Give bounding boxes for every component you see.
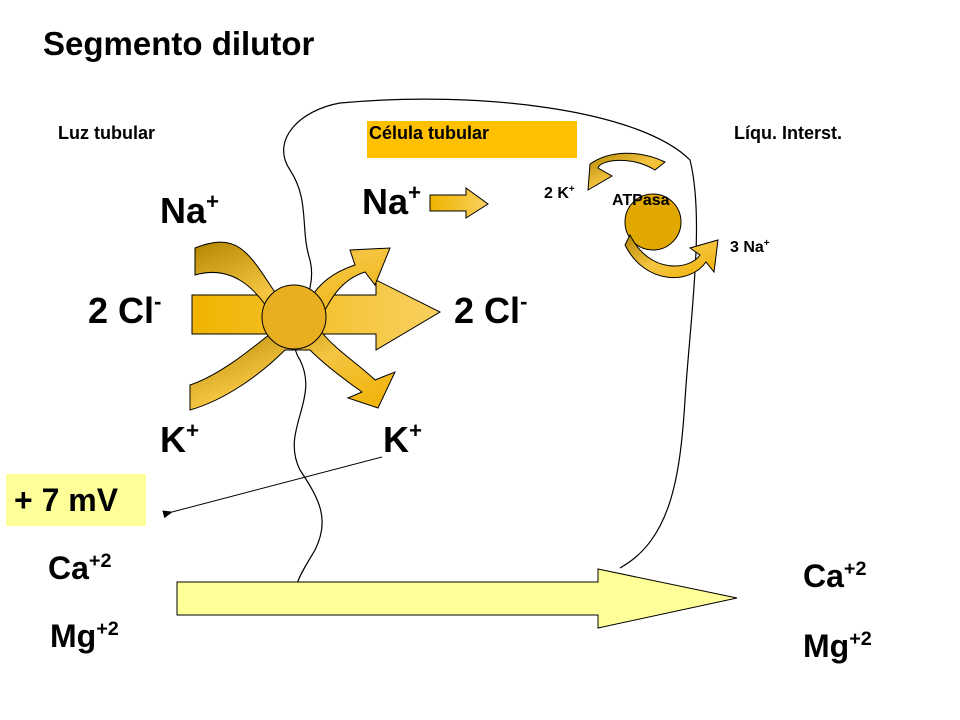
- mg-interstitium-label: Mg+2: [803, 627, 872, 664]
- region-interstitium-label: Líqu. Interst.: [734, 123, 842, 143]
- na-cell-label: Na+: [362, 180, 422, 222]
- potential-box: [6, 474, 146, 526]
- atpase-pump: [587, 152, 719, 279]
- ca-lumen-label: Ca+2: [48, 549, 112, 586]
- cell-membrane: [283, 98, 698, 601]
- na-curved-arrow: [194, 241, 391, 321]
- cl-lumen-label: 2 Cl-: [88, 289, 162, 331]
- pump-atpasa-label: ATPasa: [612, 192, 670, 209]
- pump-circle: [624, 193, 682, 251]
- paracellular-arrow: [176, 568, 738, 629]
- pump-na-arrow: [624, 233, 719, 279]
- pump-k-arrow: [587, 152, 666, 191]
- mg-lumen-label: Mg+2: [50, 617, 119, 654]
- cell-label-box: [367, 121, 577, 158]
- pump-na-label: 3 Na+: [730, 237, 770, 256]
- k-lumen-label: K+: [160, 418, 200, 460]
- cotransporter-circle: [261, 284, 327, 350]
- region-cell-label: Célula tubular: [369, 123, 490, 143]
- region-lumen-label: Luz tubular: [58, 123, 155, 143]
- pump-k-label: 2 K+: [544, 183, 575, 202]
- ca-interstitium-label: Ca+2: [803, 557, 867, 594]
- page-title: Segmento dilutor: [43, 25, 315, 62]
- cl-cell-label: 2 Cl-: [454, 289, 528, 331]
- na-lumen-label: Na+: [160, 189, 220, 231]
- potential-arrow: [162, 456, 383, 519]
- k-cell-label: K+: [383, 418, 423, 460]
- potential-label: + 7 mV: [14, 482, 119, 518]
- na-exit-arrow: [429, 187, 489, 219]
